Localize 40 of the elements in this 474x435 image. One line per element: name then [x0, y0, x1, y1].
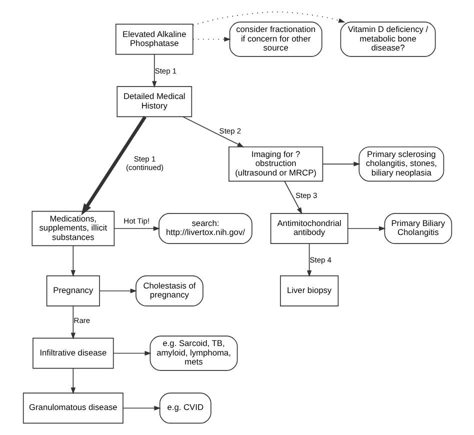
arrow [112, 350, 151, 356]
node-box: Antimitochondrial antibody [270, 213, 348, 244]
node-box: Infiltrative disease [32, 338, 114, 369]
edge-label: Hot Tip! [123, 216, 150, 226]
edge-label: Rare [73, 316, 90, 325]
arrow [98, 288, 137, 294]
arrow [192, 12, 345, 26]
arrow [80, 116, 146, 216]
arrow [70, 246, 76, 277]
node-box: Pregnancy [46, 275, 100, 306]
node-box: Liver biopsy [280, 275, 338, 306]
node-box: consider fractionation if concern for other source [228, 22, 322, 57]
arrow [322, 162, 360, 166]
node-box: Primary sclerosing cholangitis, stones, biliary neoplasia [358, 146, 444, 182]
edge-label: Step 4 [309, 256, 331, 265]
arrow [306, 243, 312, 278]
arrow [192, 36, 230, 42]
edge-label: Step 3 [295, 191, 317, 200]
node-box: search: http://livertox.nih.gov/ [158, 213, 252, 244]
arrow [284, 180, 302, 214]
node-box: e.g. Sarcoid, TB, amyloid, lymphoma, mets [149, 336, 238, 371]
edge-label: Step 1 (continued) [125, 154, 164, 172]
node-box: Medications, supplements, illicit substances [31, 210, 114, 246]
arrow [70, 306, 76, 340]
node-box: Elevated Alkaline Phosphatase [114, 24, 193, 55]
arrow [113, 226, 160, 231]
arrow [182, 116, 244, 148]
node-box: Primary Biliary Cholangitis [384, 213, 452, 244]
arrow [70, 368, 76, 394]
node-box: Vitamin D deficiency / metabolic bone disease? [340, 22, 436, 57]
edge-label: Step 1 [154, 66, 176, 76]
node-box: e.g. CVID [158, 392, 211, 424]
node-box: Detailed Medical History [116, 86, 192, 118]
node-box: Imaging for ? obstruction (ultrasound or MRCP) [228, 146, 323, 182]
node-box: Cholestasis of pregnancy [135, 275, 203, 306]
node-box: Granulomatous disease [22, 392, 123, 424]
edge-label: Step 2 [218, 126, 241, 136]
arrow [152, 54, 156, 88]
arrow [122, 406, 160, 410]
arrow [347, 226, 386, 231]
